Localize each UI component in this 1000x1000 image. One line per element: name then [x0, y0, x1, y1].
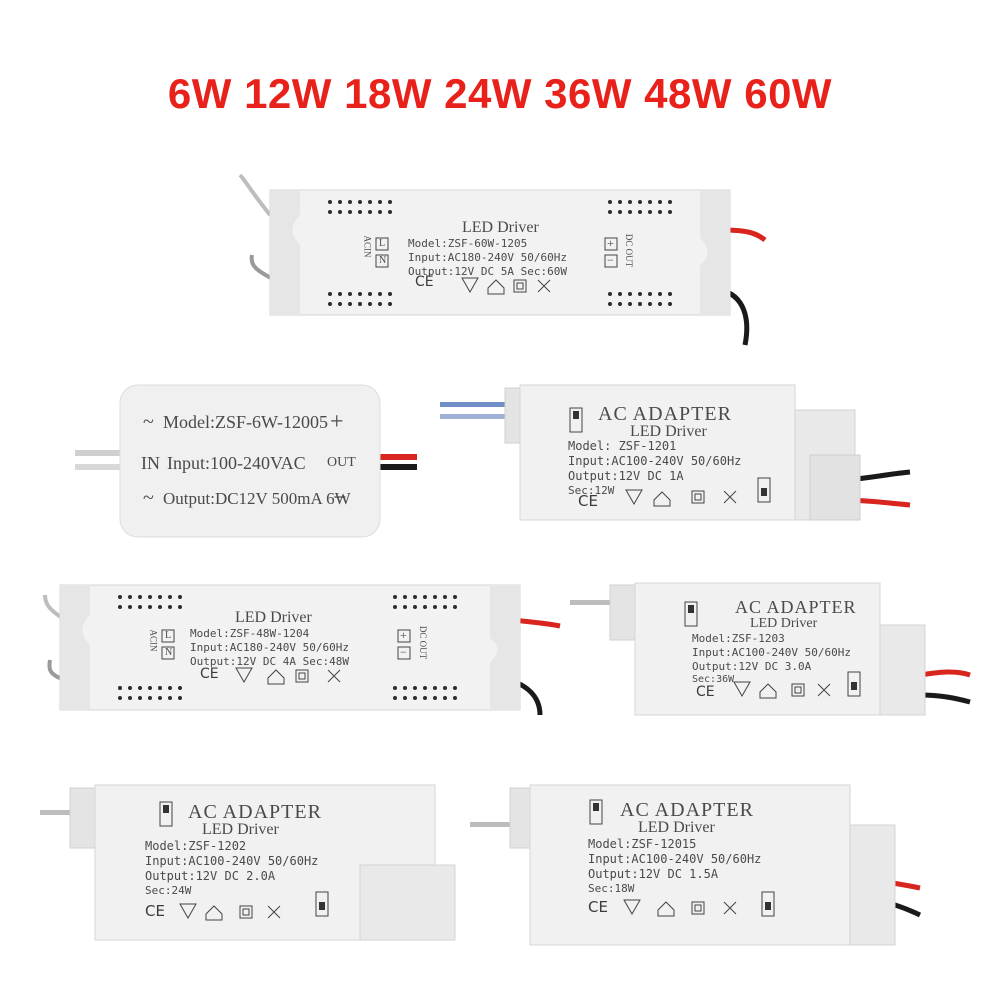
driver-6w-plus: + — [330, 409, 344, 435]
driver-36w-title: AC ADAPTER — [735, 597, 857, 617]
driver-48w-input: Input:AC180-240V 50/60Hz — [190, 641, 349, 654]
driver-36w-output: Output:12V DC 3.0A — [692, 660, 812, 673]
driver-12w: AC ADAPTER LED Driver Model: ZSF-1201 In… — [440, 380, 911, 540]
driver-12w-title: AC ADAPTER — [598, 403, 732, 425]
driver-48w-minus: − — [400, 645, 407, 659]
driver-18w-photo — [470, 784, 922, 946]
driver-48w-photo — [43, 584, 561, 716]
driver-60w-output: Output:12V DC 5A Sec:60W — [408, 265, 567, 278]
driver-36w-photo — [570, 582, 971, 716]
driver-12w-sec: Sec:12W — [568, 484, 615, 497]
driver-6w: ~ Model:ZSF-6W-12005 + IN Input:100-240V… — [75, 380, 417, 545]
driver-6w-in: IN — [141, 453, 160, 473]
driver-18w: AC ADAPTER LED Driver Model:ZSF-12015 In… — [470, 780, 922, 960]
ce-mark-icon: CE — [588, 898, 608, 916]
driver-6w-out: OUT — [327, 455, 356, 470]
driver-60w-title: LED Driver — [462, 219, 539, 236]
ce-mark-icon: CE — [696, 684, 715, 700]
driver-18w-model: Model:ZSF-12015 — [588, 837, 697, 851]
driver-18w-title: AC ADAPTER — [620, 799, 754, 821]
driver-60w-input: Input:AC180-240V 50/60Hz — [408, 251, 567, 264]
driver-24w-subtitle: LED Driver — [202, 821, 279, 838]
driver-36w-sec: Sec:36W — [692, 674, 735, 685]
driver-18w-output: Output:12V DC 1.5A — [588, 867, 719, 881]
driver-48w-n: N — [165, 647, 173, 658]
driver-24w-title: AC ADAPTER — [188, 801, 322, 823]
driver-24w-photo — [40, 784, 456, 941]
driver-48w-model: Model:ZSF-48W-1204 — [190, 627, 310, 640]
driver-60w-plus: + — [607, 236, 614, 250]
ce-mark-icon: CE — [200, 666, 219, 682]
driver-24w-model: Model:ZSF-1202 — [145, 839, 247, 853]
driver-48w: LED Driver Model:ZSF-48W-1204 Input:AC18… — [40, 580, 561, 740]
driver-48w-plus: + — [400, 628, 407, 642]
driver-6w-tilde-top: ~ — [143, 411, 154, 433]
driver-36w-model: Model:ZSF-1203 — [692, 632, 785, 645]
driver-6w-input: Input:100-240VAC — [167, 453, 306, 473]
driver-12w-input: Input:AC100-240V 50/60Hz — [568, 454, 742, 468]
driver-60w-n: N — [379, 255, 387, 266]
driver-48w-dcout: DC OUT — [418, 625, 429, 660]
driver-18w-sec: Sec:18W — [588, 882, 635, 895]
driver-48w-l: L — [165, 630, 172, 641]
driver-60w-acin: ACIN — [362, 235, 373, 258]
driver-24w-sec: Sec:24W — [145, 884, 192, 897]
driver-24w-input: Input:AC100-240V 50/60Hz — [145, 854, 319, 868]
driver-60w-photo — [238, 173, 767, 346]
ce-mark-icon: CE — [145, 902, 165, 920]
driver-12w-model: Model: ZSF-1201 — [568, 439, 677, 453]
driver-18w-subtitle: LED Driver — [638, 819, 715, 836]
driver-36w-input: Input:AC100-240V 50/60Hz — [692, 646, 851, 659]
driver-48w-acin: ACIN — [148, 629, 159, 652]
driver-48w-title: LED Driver — [235, 609, 312, 626]
ce-mark-icon: CE — [415, 274, 434, 290]
driver-60w-l: L — [379, 238, 386, 249]
driver-24w: AC ADAPTER LED Driver Model:ZSF-1202 Inp… — [40, 780, 460, 955]
driver-18w-input: Input:AC100-240V 50/60Hz — [588, 852, 762, 866]
driver-6w-photo — [75, 384, 417, 538]
driver-6w-tilde-bottom: ~ — [143, 487, 154, 509]
driver-60w-model: Model:ZSF-60W-1205 — [408, 237, 528, 250]
driver-6w-minus: − — [333, 485, 347, 511]
driver-12w-output: Output:12V DC 1A — [568, 469, 684, 483]
driver-36w: AC ADAPTER LED Driver Model:ZSF-1203 Inp… — [570, 580, 971, 725]
ce-mark-icon: CE — [578, 492, 598, 510]
driver-36w-subtitle: LED Driver — [750, 616, 818, 631]
wattage-headline: 6W 12W 18W 24W 36W 48W 60W — [167, 70, 833, 117]
driver-60w-minus: − — [607, 253, 614, 267]
driver-24w-output: Output:12V DC 2.0A — [145, 869, 276, 883]
driver-60w-dcout: DC OUT — [624, 233, 635, 268]
driver-6w-model: Model:ZSF-6W-12005 — [163, 412, 328, 432]
driver-6w-output: Output:DC12V 500mA 6W — [163, 489, 351, 508]
driver-60w: LED Driver Model:ZSF-60W-1205 Input:AC18… — [238, 170, 767, 350]
driver-12w-photo — [440, 384, 911, 521]
driver-48w-output: Output:12V DC 4A Sec:48W — [190, 655, 349, 668]
driver-12w-subtitle: LED Driver — [630, 423, 707, 440]
